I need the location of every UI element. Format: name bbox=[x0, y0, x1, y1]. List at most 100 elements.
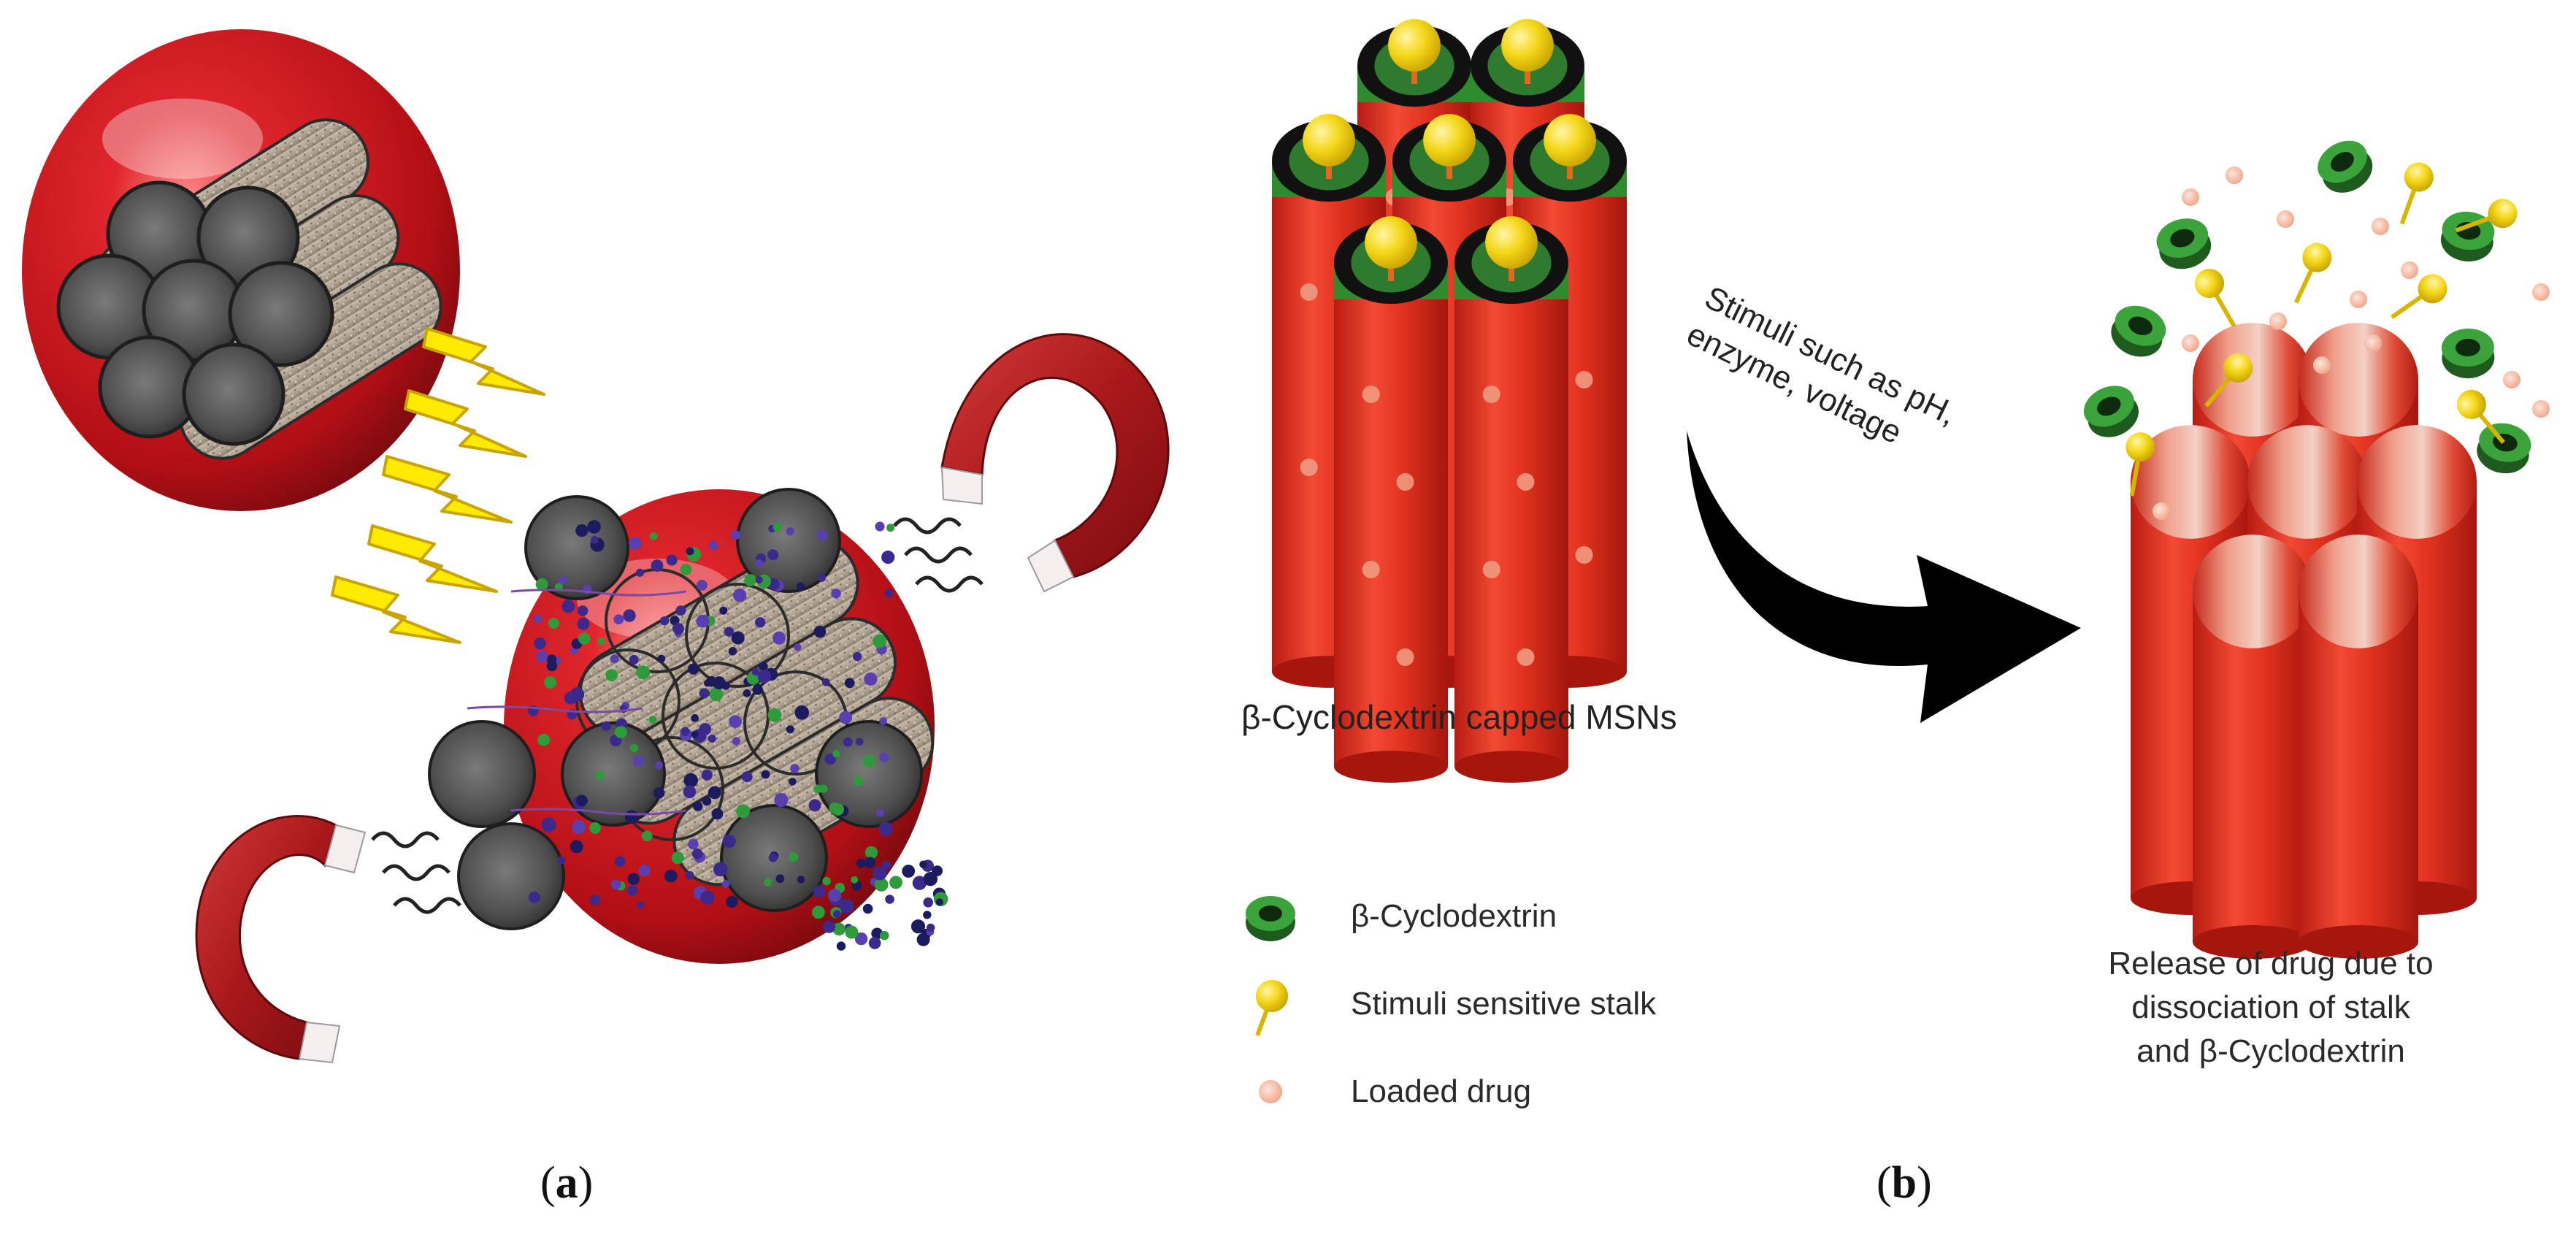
drug-molecule-atom bbox=[794, 643, 802, 651]
drug-molecule-atom bbox=[711, 808, 724, 820]
drug-molecule-atom bbox=[719, 606, 728, 615]
open-cylinder-7 bbox=[2299, 535, 2418, 959]
drug-molecule-atom bbox=[683, 785, 697, 799]
released-drug-dot-icon bbox=[2364, 334, 2382, 352]
drug-molecule-atom bbox=[882, 860, 892, 870]
stalk-pin-icon bbox=[1255, 980, 1288, 1037]
drug-molecule-atom bbox=[731, 631, 745, 645]
drug-molecule-atom bbox=[548, 618, 559, 629]
magnet-field-waves-left bbox=[371, 831, 461, 914]
released-drug-dot-icon bbox=[2532, 400, 2550, 418]
drug-molecule-atom bbox=[808, 799, 821, 812]
capped-msn-bundle bbox=[1272, 19, 1627, 783]
drug-molecule-atom bbox=[926, 923, 935, 932]
drug-molecule-atom bbox=[610, 879, 621, 890]
drug-molecule-atom bbox=[878, 822, 893, 837]
released-components bbox=[2083, 140, 2550, 520]
drug-molecule-atom bbox=[650, 532, 658, 540]
drug-molecule-atom bbox=[702, 796, 712, 806]
drug-molecule-atom bbox=[935, 898, 943, 906]
drug-molecule-atom bbox=[686, 547, 694, 556]
drug-molecule-atom bbox=[868, 937, 881, 949]
drug-molecule-atom bbox=[713, 862, 728, 877]
drug-molecule-atom bbox=[774, 793, 789, 808]
drug-molecule-atom bbox=[789, 778, 797, 786]
drug-molecule-atom bbox=[875, 521, 885, 532]
drug-molecule-atom bbox=[680, 563, 692, 575]
drug-molecule-atom bbox=[812, 905, 825, 919]
drug-molecule-atom bbox=[768, 853, 778, 862]
drug-molecule-atom bbox=[832, 922, 846, 936]
drug-molecule-atom bbox=[641, 830, 653, 842]
drug-molecule-atom bbox=[813, 885, 826, 898]
drug-molecule-atom bbox=[629, 537, 642, 550]
drug-molecule-atom bbox=[675, 605, 686, 616]
drug-molecule-atom bbox=[733, 589, 747, 602]
drug-molecule-clusters bbox=[527, 520, 948, 951]
drug-molecule-atom bbox=[575, 524, 589, 537]
released-cyclodextrin-icon bbox=[2083, 386, 2139, 437]
drug-molecule-atom bbox=[577, 605, 589, 616]
drug-molecule-atom bbox=[875, 808, 884, 817]
drug-molecule-atom bbox=[610, 654, 619, 664]
legend-row-drug: Loaded drug bbox=[1241, 1062, 1531, 1121]
drug-molecule-atom bbox=[853, 775, 864, 786]
release-caption: Release of drug due to dissociation of s… bbox=[2108, 946, 2434, 1069]
legend-row-cyclodextrin: β-Cyclodextrin bbox=[1241, 887, 1557, 946]
drug-molecule-atom bbox=[629, 654, 639, 665]
drug-molecule-atom bbox=[559, 576, 567, 585]
drug-molecule-atom bbox=[648, 716, 657, 724]
drug-molecule-atom bbox=[816, 529, 828, 541]
drug-molecule-atom bbox=[853, 651, 862, 662]
drug-molecule-atom bbox=[688, 663, 699, 675]
drug-molecule-atom bbox=[614, 726, 627, 738]
drug-molecule-atom bbox=[767, 708, 782, 722]
drug-molecule-atom bbox=[916, 932, 930, 946]
drug-molecule-atom bbox=[535, 578, 548, 591]
drug-molecule-atom bbox=[819, 784, 828, 793]
legend-label-drug: Loaded drug bbox=[1351, 1073, 1532, 1109]
drug-molecule-atom bbox=[570, 840, 583, 854]
drug-molecule-atom bbox=[817, 573, 827, 582]
drug-molecule-atom bbox=[879, 930, 889, 941]
drug-molecule-atom bbox=[637, 901, 645, 909]
drug-molecule-atom bbox=[706, 675, 717, 687]
capped-msn-caption: β-Cyclodextrin capped MSNs bbox=[1241, 698, 1677, 736]
released-cyclodextrin-icon bbox=[2318, 140, 2373, 193]
released-stalk-icon bbox=[2204, 353, 2253, 407]
drug-molecule-atom bbox=[854, 932, 868, 946]
drug-molecule-atom bbox=[761, 770, 770, 779]
drug-molecule-atom bbox=[629, 743, 638, 753]
drug-molecule-atom bbox=[691, 849, 703, 859]
drug-molecule-atom bbox=[544, 676, 557, 689]
drug-molecule-atom bbox=[751, 667, 760, 676]
drug-molecule-atom bbox=[879, 717, 887, 725]
drug-molecule-atom bbox=[627, 873, 640, 885]
drug-molecule-atom bbox=[889, 876, 902, 889]
drug-molecule-atom bbox=[577, 617, 590, 630]
drug-molecule-atom bbox=[845, 925, 859, 939]
drug-molecule-atom bbox=[822, 876, 831, 886]
drug-molecule-atom bbox=[832, 910, 841, 919]
field-lines bbox=[467, 589, 687, 816]
drug-molecule-atom bbox=[856, 858, 866, 868]
drug-molecule-atom bbox=[919, 860, 927, 868]
released-drug-dot-icon bbox=[2182, 334, 2199, 352]
drug-molecule-atom bbox=[732, 737, 740, 746]
drug-molecule-atom bbox=[855, 738, 864, 746]
drug-molecule-atom bbox=[726, 895, 738, 908]
drug-molecule-atom bbox=[786, 725, 794, 734]
drug-molecule-atom bbox=[626, 885, 638, 896]
drug-molecule-atom bbox=[659, 616, 670, 626]
released-drug-dot-icon bbox=[2313, 356, 2331, 374]
drug-molecule-atom bbox=[923, 872, 938, 886]
drug-molecule-atom bbox=[862, 754, 876, 767]
drug-molecule-atom bbox=[736, 804, 751, 819]
released-grey-spheres bbox=[428, 488, 923, 930]
magnet-field-waves-right bbox=[893, 517, 984, 593]
drug-molecule-atom bbox=[752, 684, 763, 695]
drug-molecule-atom bbox=[613, 614, 624, 624]
released-cyclodextrin-icon bbox=[2477, 423, 2531, 474]
